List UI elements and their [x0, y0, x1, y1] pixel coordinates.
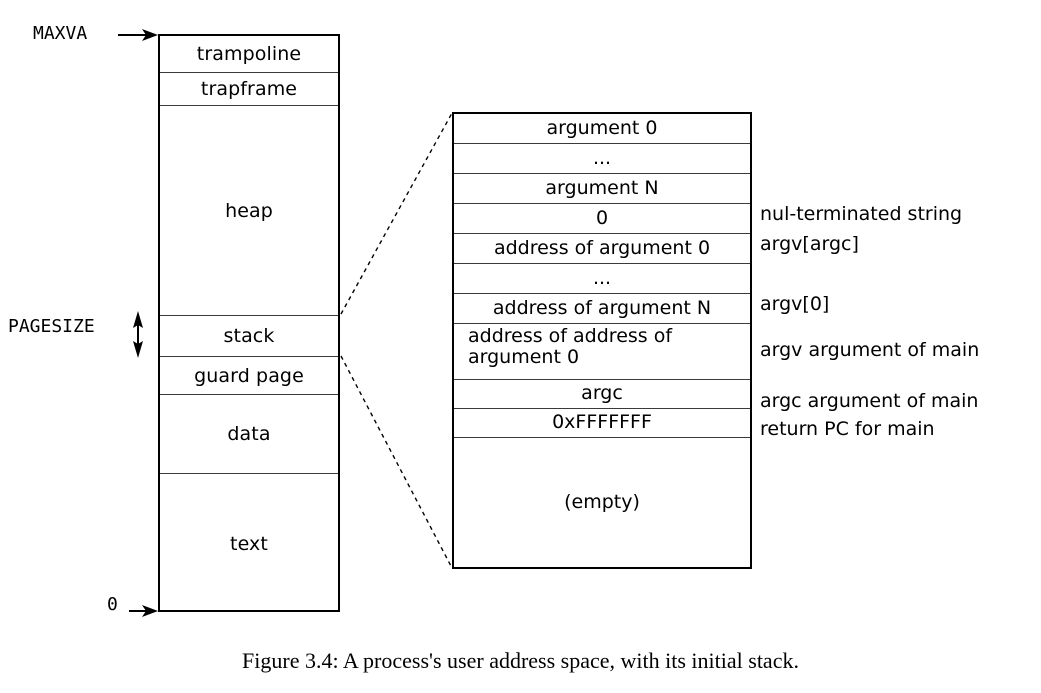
pagesize-double-arrow	[133, 311, 143, 358]
stack-row: argument N	[454, 174, 750, 204]
region-label: trapframe	[200, 78, 298, 100]
region-label: data	[227, 423, 271, 445]
stack-row-label: address of argument 0	[493, 236, 711, 259]
stack-row: address of address of argument 0	[454, 324, 750, 380]
maxva-label: MAXVA	[33, 23, 88, 44]
pagesize-label: PAGESIZE	[8, 316, 95, 337]
figure-caption: Figure 3.4: A process's user address spa…	[242, 648, 799, 673]
region-label: stack	[223, 325, 275, 347]
region-data: data	[160, 395, 338, 474]
region-guard-page: guard page	[160, 357, 338, 395]
stack-row-label: ...	[592, 266, 612, 289]
stack-row: ...	[454, 264, 750, 294]
stack-row-label: address of argument N	[492, 296, 712, 319]
stack-row: 0	[454, 204, 750, 234]
address-space-column: trampoline trapframe heap stack guard pa…	[158, 34, 340, 612]
stack-row-label: argument 0	[546, 116, 658, 139]
annotation-argc-argument-of-main: argc argument of main	[760, 390, 979, 412]
stack-row-label: address of address of argument 0	[468, 325, 673, 369]
annotation-argv-zero: argv[0]	[760, 293, 830, 315]
stack-row-label: ...	[592, 146, 612, 169]
stack-row-label: 0xFFFFFFF	[552, 411, 652, 434]
stack-row: address of argument 0	[454, 234, 750, 264]
stack-expansion-leaders	[340, 112, 453, 569]
stack-row: ...	[454, 144, 750, 174]
region-trampoline: trampoline	[160, 36, 338, 73]
annotation-nul-terminated-string: nul-terminated string	[760, 203, 963, 225]
zero-address-label: 0	[107, 594, 118, 615]
annotation-argv-argument-of-main: argv argument of main	[760, 339, 980, 361]
stack-row-empty: (empty)	[454, 438, 750, 568]
region-heap: heap	[160, 106, 338, 316]
stack-row-label: (empty)	[564, 491, 640, 514]
stack-row: address of argument N	[454, 294, 750, 324]
region-stack: stack	[160, 316, 338, 357]
annotation-return-pc-for-main: return PC for main	[760, 418, 935, 440]
stack-row: argument 0	[454, 114, 750, 144]
stack-row-label: argc	[581, 382, 623, 405]
stack-row-label: argument N	[545, 176, 659, 199]
region-trapframe: trapframe	[160, 73, 338, 106]
stack-row: argc	[454, 380, 750, 409]
maxva-arrow	[118, 29, 158, 41]
zero-arrow	[129, 605, 158, 617]
annotation-argv-argc: argv[argc]	[760, 233, 859, 255]
region-label: trampoline	[196, 43, 302, 65]
region-text: text	[160, 474, 338, 613]
stack-row-label: 0	[595, 206, 609, 229]
region-label: heap	[225, 199, 273, 222]
region-label: text	[230, 532, 268, 555]
region-label: guard page	[194, 364, 304, 387]
initial-stack-detail: argument 0 ... argument N 0 address of a…	[452, 112, 752, 569]
stack-row: 0xFFFFFFF	[454, 409, 750, 438]
